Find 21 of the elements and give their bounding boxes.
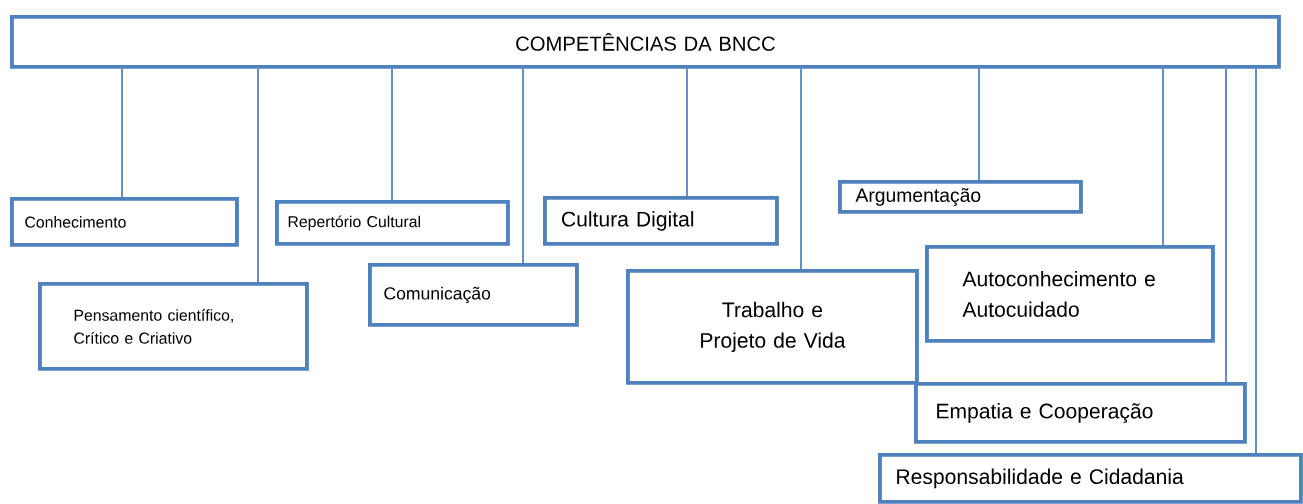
competency-box: Autoconhecimento e Autocuidado (925, 245, 1215, 343)
competency-box: Responsabilidade e Cidadania (878, 453, 1303, 504)
competency-box: Comunicação (368, 263, 579, 327)
connector-line (686, 68, 688, 197)
title-box: COMPETÊNCIAS DA BNCC (10, 15, 1281, 69)
competency-box: Repertório Cultural (275, 200, 510, 246)
competency-box: Empatia e Cooperação (914, 382, 1247, 444)
connector-line (522, 68, 524, 264)
connector-line (800, 68, 802, 270)
competency-box: Cultura Digital (543, 196, 779, 246)
connector-line (978, 68, 980, 181)
connector-line (257, 68, 259, 283)
competency-box: Argumentação (838, 180, 1083, 214)
connector-line (1162, 68, 1164, 246)
connector-line (391, 68, 393, 201)
connector-line (121, 68, 123, 198)
competency-box: Pensamento científico, Crítico e Criativo (38, 282, 309, 371)
connector-line (1225, 68, 1227, 383)
connector-line (1255, 68, 1257, 454)
competency-box: Conhecimento (10, 197, 239, 247)
competency-box: Trabalho e Projeto de Vida (626, 269, 919, 385)
